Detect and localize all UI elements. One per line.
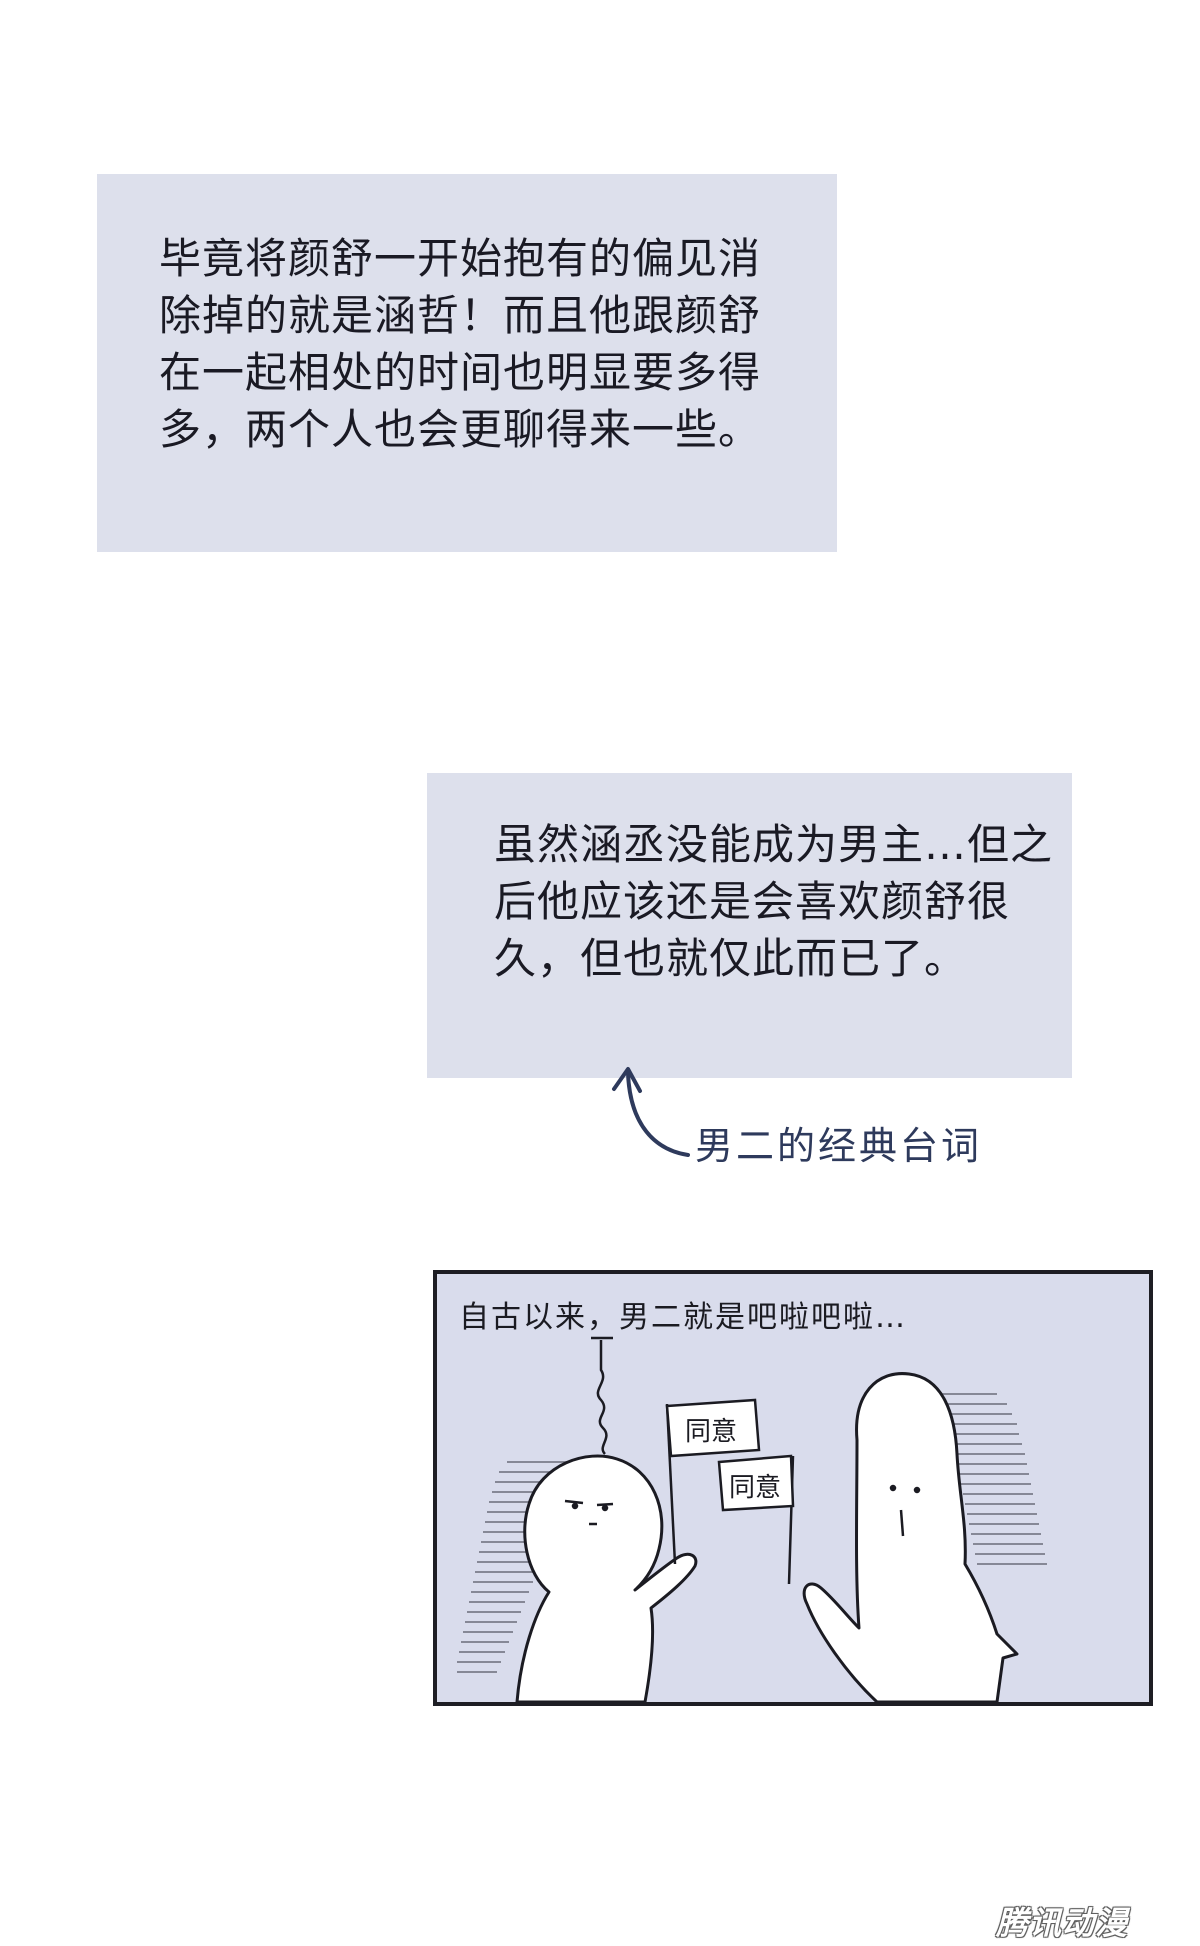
narration-text-1: 毕竟将颜舒一开始抱有的偏见消除掉的就是涵哲！而且他跟颜舒在一起相处的时间也明显要…	[159, 234, 762, 454]
narration-box-1: 毕竟将颜舒一开始抱有的偏见消除掉的就是涵哲！而且他跟颜舒在一起相处的时间也明显要…	[97, 174, 837, 552]
left-character-face	[564, 1499, 614, 1526]
flag-left-label: 同意	[685, 1417, 737, 1447]
panel-scene: 同意 同意	[457, 1336, 1047, 1702]
antenna-squiggle	[596, 1340, 608, 1455]
panel-caption: 自古以来，男二就是吧啦吧啦…	[459, 1300, 907, 1335]
curved-arrow-icon	[612, 1067, 690, 1157]
flag-right-label: 同意	[729, 1473, 781, 1503]
comic-panel: 自古以来，男二就是吧啦吧啦…	[433, 1270, 1153, 1706]
left-character	[515, 1454, 698, 1702]
watermark-logo: 腾讯动漫	[996, 1904, 1129, 1942]
annotation-label: 男二的经典台词	[695, 1124, 983, 1168]
motion-lines-right	[937, 1393, 1047, 1565]
right-character-face	[889, 1484, 921, 1537]
narration-box-2: 虽然涵丞没能成为男主…但之后他应该还是会喜欢颜舒很久，但也就仅此而已了。	[427, 773, 1072, 1078]
flag-right	[717, 1454, 795, 1512]
flag-left	[665, 1398, 761, 1458]
right-character	[802, 1372, 1019, 1702]
narration-text-2: 虽然涵丞没能成为男主…但之后他应该还是会喜欢颜舒很久，但也就仅此而已了。	[494, 820, 1054, 983]
